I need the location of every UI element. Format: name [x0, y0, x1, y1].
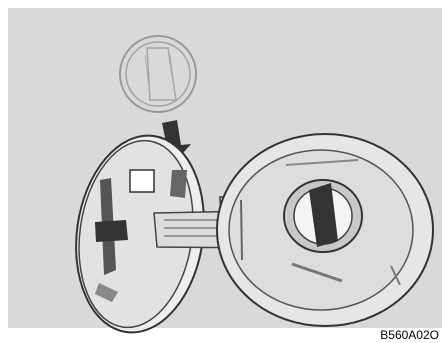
- fuel-cap-ghost: [120, 36, 196, 112]
- figure-code-label: B560A02O: [380, 328, 439, 342]
- fuel-filler-housing: [217, 134, 433, 326]
